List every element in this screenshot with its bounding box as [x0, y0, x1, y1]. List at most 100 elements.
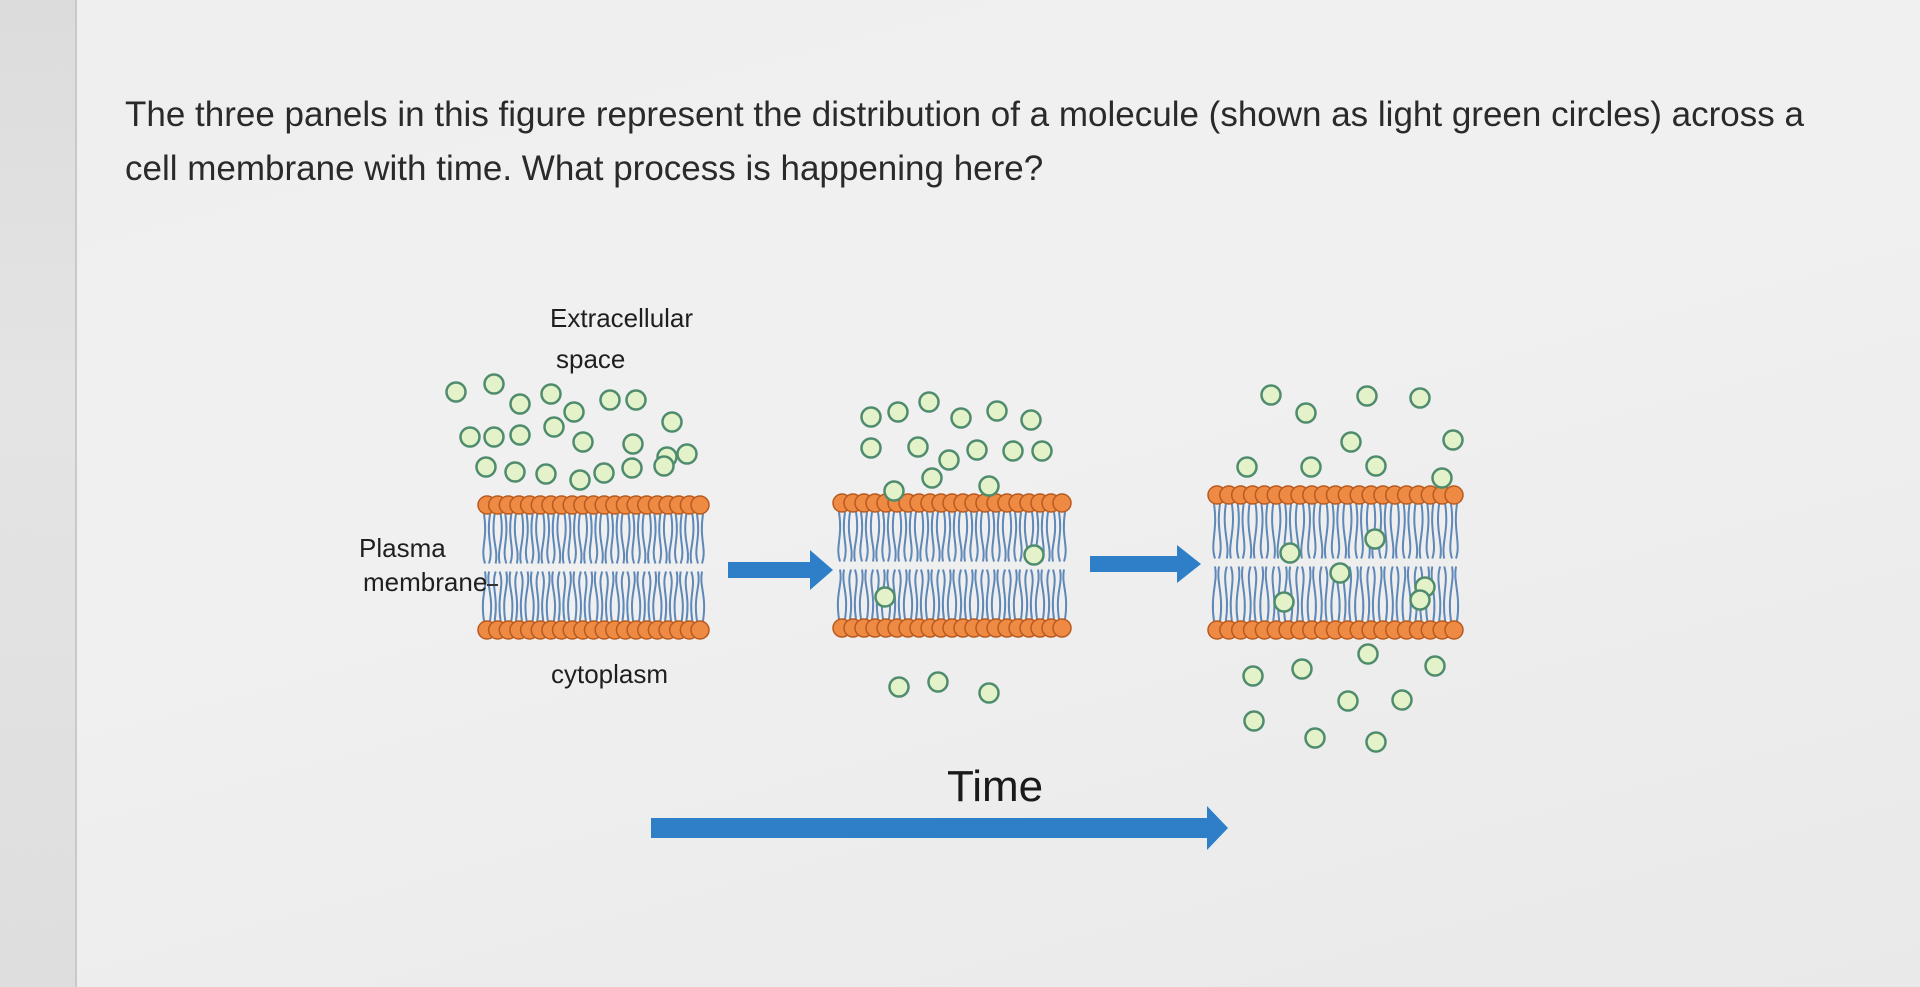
lipid-tail [1395, 503, 1400, 559]
label-extracellular-line2: space [556, 344, 625, 374]
lipid-tail [562, 571, 567, 622]
lipid-tail [610, 513, 614, 564]
lipid-tail [881, 511, 886, 562]
molecule-circle [622, 433, 644, 455]
lipid-tail [958, 569, 963, 620]
lipid-tail [1051, 511, 1057, 562]
lipid-tail [957, 511, 963, 562]
lipid-tail [1306, 566, 1312, 622]
lipid-tail [853, 511, 859, 562]
lipid-tail [684, 571, 689, 622]
molecule-circle [907, 436, 929, 458]
lipid-tail [1300, 503, 1306, 559]
lipid-tail [1295, 566, 1300, 622]
molecule-circle [445, 381, 467, 403]
lipid-tail [847, 511, 853, 562]
molecule-circle [950, 407, 972, 429]
lipid-tail [529, 571, 535, 622]
lipid-tail [652, 513, 657, 564]
lipid-tail [979, 511, 985, 562]
lipid-tail [551, 571, 557, 622]
lipid-tail [1406, 566, 1412, 622]
lipid-tail [963, 569, 968, 620]
molecule-circle [535, 463, 557, 485]
membrane-panel-1 [445, 373, 710, 640]
lipid-tail [1442, 503, 1448, 559]
lipid-tail [1252, 503, 1258, 559]
molecule-circle [509, 393, 531, 415]
lipid-tail [1323, 503, 1329, 559]
molecule-circle [625, 389, 647, 411]
lipid-tail [1012, 569, 1018, 620]
lipid-tail [551, 513, 556, 564]
lipid-tail [556, 513, 562, 564]
question-text: The three panels in this figure represen… [125, 88, 1885, 196]
lipid-tail [1241, 503, 1246, 559]
phospholipid-head [690, 620, 710, 640]
lipid-tail [1418, 503, 1424, 559]
lipid-tail [1062, 569, 1068, 620]
lipid-tail [514, 571, 519, 622]
lipid-tail [875, 511, 881, 562]
molecule-circle [978, 475, 1000, 497]
arrow-panel1-to-panel2 [728, 550, 833, 590]
molecule-circle [883, 480, 905, 502]
lipid-tail [599, 571, 604, 622]
lipid-tail [1276, 503, 1282, 559]
phospholipid-head [1052, 493, 1072, 513]
lipid-tail [1359, 566, 1365, 622]
lipid-tail [974, 569, 980, 620]
time-arrow [651, 806, 1228, 850]
lipid-tail [892, 569, 897, 620]
lipid-tail [1307, 503, 1311, 559]
lipid-tail [914, 569, 919, 620]
lipid-tail [636, 513, 641, 564]
lipid-tail [897, 569, 902, 620]
lipid-tail [1312, 503, 1317, 559]
lipid-tail [694, 571, 700, 622]
lipid-tail [1264, 566, 1270, 622]
molecule-circle [1031, 440, 1053, 462]
lipid-tail [673, 571, 679, 622]
lipid-tail [588, 513, 593, 564]
label-time: Time [947, 762, 1043, 811]
lipid-tail [1407, 503, 1412, 559]
arrow-panel2-to-panel3 [1090, 545, 1201, 583]
lipid-tail [1318, 503, 1324, 559]
lipid-tail [1235, 566, 1241, 622]
lipid-tail [1448, 566, 1454, 622]
lipid-tail [1437, 566, 1442, 622]
lipid-tail [647, 571, 652, 622]
lipid-tail [1288, 566, 1294, 622]
lipid-tail [1282, 566, 1288, 622]
lipid-tail [1431, 503, 1436, 559]
lipid-tail [620, 513, 626, 564]
lipid-tail [1253, 566, 1258, 622]
lipid-tail [864, 569, 870, 620]
lipid-tail [487, 513, 492, 564]
lipid-tail [908, 569, 914, 620]
lipid-tail [636, 571, 642, 622]
lipid-tail [573, 513, 577, 564]
lipid-tail [1330, 503, 1335, 559]
lipid-tail [609, 571, 615, 622]
lipid-tail [561, 513, 567, 564]
lipid-tail [1057, 511, 1062, 562]
lipid-tail [524, 571, 530, 622]
molecule-circle [1273, 591, 1295, 613]
lipid-tail [886, 511, 891, 562]
lipid-tail [630, 571, 636, 622]
lipid-tail [583, 571, 588, 622]
lipid-tail [657, 571, 663, 622]
molecule-circle [621, 457, 643, 479]
lipid-tail [1371, 566, 1376, 622]
lipid-tail [891, 511, 897, 562]
lipid-tail [545, 571, 551, 622]
lipid-tail [1347, 503, 1353, 559]
molecule-circle [1365, 731, 1387, 753]
molecule-circle [918, 391, 940, 413]
lipid-tail [869, 511, 875, 562]
lipid-tail [1247, 503, 1253, 559]
lipid-tail [1217, 566, 1223, 622]
lipid-tail [1224, 566, 1228, 622]
